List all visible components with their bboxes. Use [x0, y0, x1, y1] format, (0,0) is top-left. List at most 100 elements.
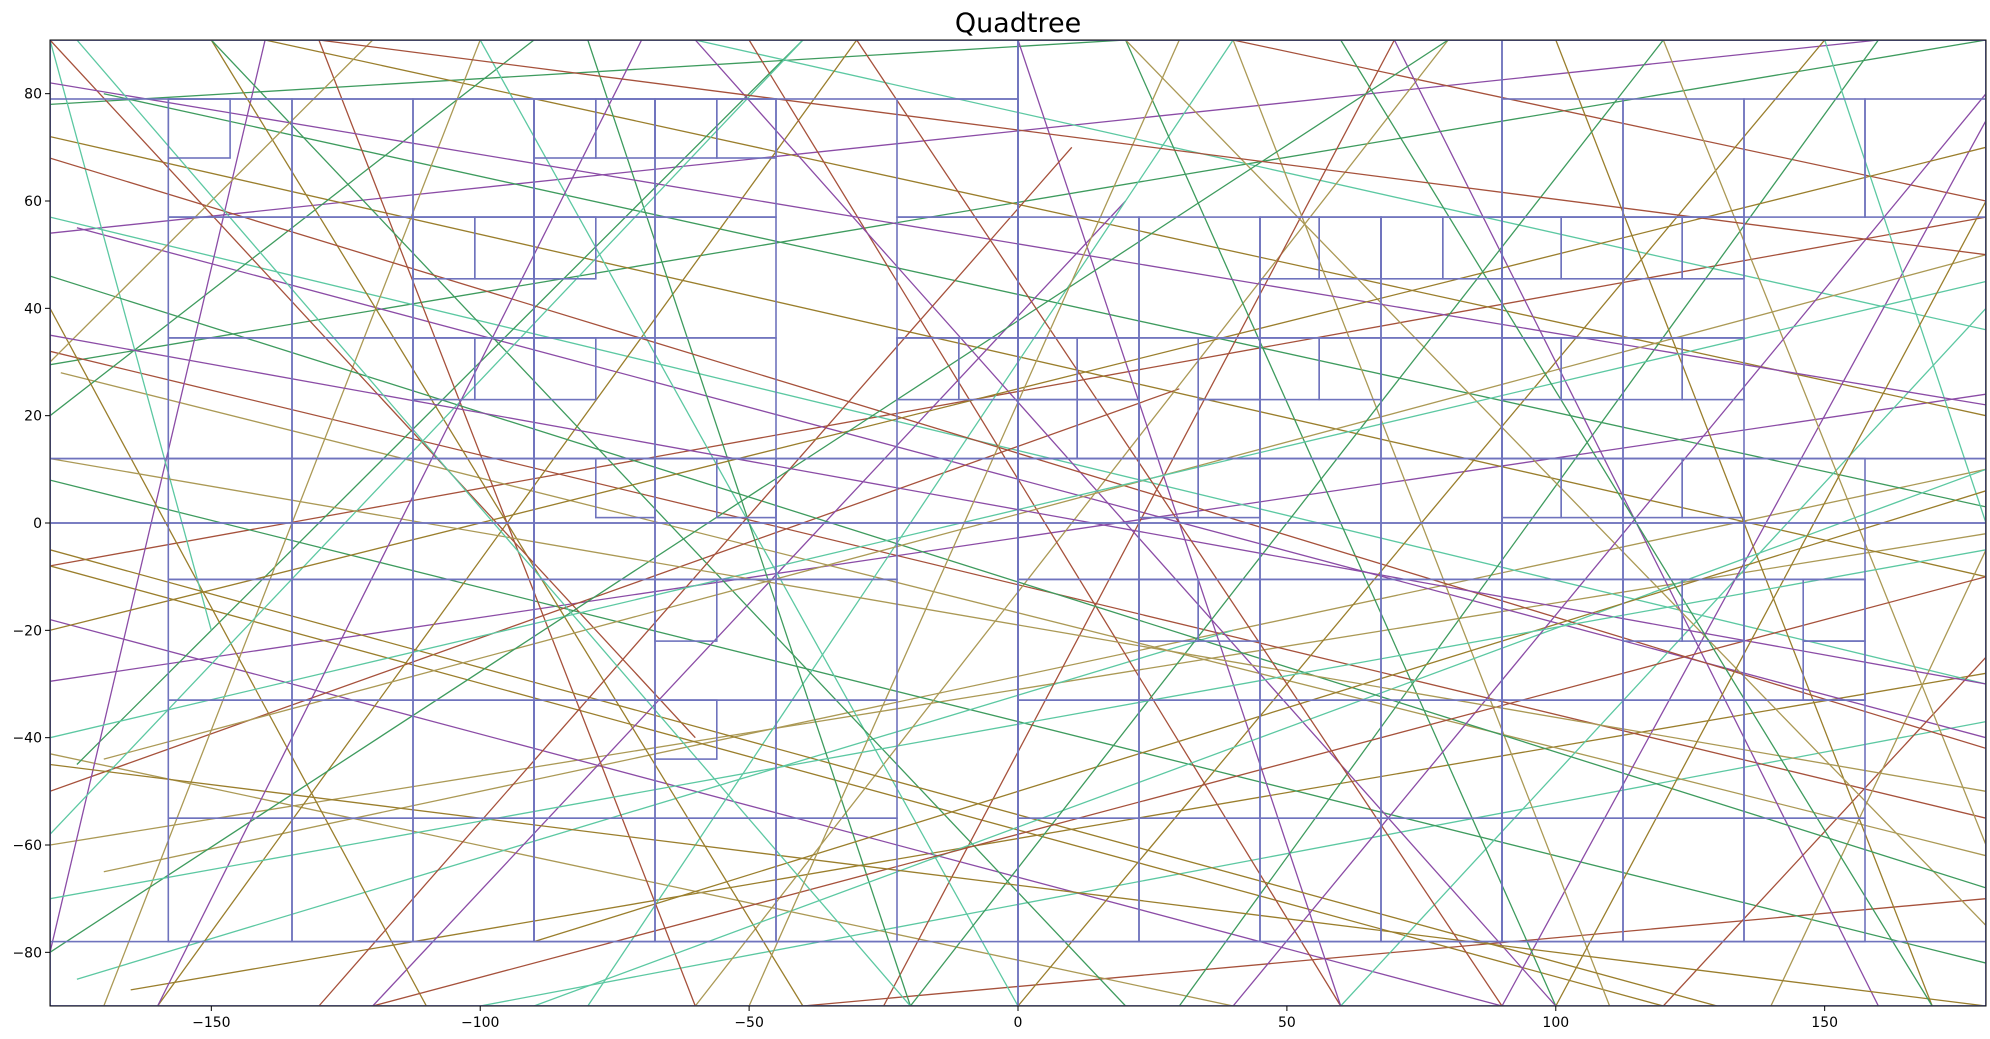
quadtree-node-58	[533, 216, 597, 280]
quadtree-node-33	[654, 699, 718, 760]
quadtree-node-121	[1743, 699, 1866, 819]
quadtree-node-142	[1622, 216, 1684, 280]
y-tick-label-60: 60	[24, 194, 42, 210]
y-tick-label--60: −60	[12, 838, 42, 854]
quadtree-node-147	[1864, 98, 1986, 218]
quadtree-node-93	[1017, 216, 1140, 339]
quadtree-node-96	[1259, 337, 1382, 460]
series-line-53	[1824, 40, 1986, 524]
quadtree-node-66	[167, 98, 231, 159]
quadtree-node-70	[896, 337, 960, 401]
x-tick-label-150: 150	[1811, 1015, 1838, 1031]
quadtree-node-39	[775, 578, 898, 702]
series-line-72	[372, 576, 1986, 1006]
quadtree-node-112	[1501, 817, 1624, 943]
quadtree-node-13	[167, 817, 293, 943]
quadtree-node-98	[1380, 337, 1503, 460]
series-line-8	[50, 40, 1879, 234]
quadtree-node-36	[715, 457, 777, 519]
series-line-45	[1662, 40, 1986, 846]
quadtree-node-100	[1017, 398, 1079, 460]
quadtree-node-72	[1017, 817, 1140, 943]
quadtree-node-57	[533, 337, 597, 401]
quadtree-node-106	[1259, 337, 1321, 401]
series-line-21	[60, 372, 1986, 857]
series-line-47	[50, 40, 212, 631]
series-line-32	[50, 40, 266, 953]
quadtree-node-69	[896, 98, 1019, 218]
quadtree-node-28	[533, 457, 656, 581]
quadtree-node-109	[1442, 216, 1503, 280]
quadtree-node-120	[1743, 817, 1866, 943]
series-line-16	[264, 40, 1986, 417]
series-line-19	[103, 93, 1986, 508]
y-tick-label-0: 0	[33, 516, 42, 532]
series-line-82	[1555, 200, 1986, 1006]
quadtree-node-128	[1560, 457, 1624, 519]
quadtree-node-141	[1681, 337, 1745, 401]
series-line-7	[50, 40, 1126, 106]
series-line-6	[802, 898, 1986, 1006]
quadtree-node-53	[473, 216, 535, 280]
quadtree-node-21	[412, 817, 535, 943]
quadtree-node-74	[1017, 578, 1140, 702]
series-line-15	[50, 753, 1234, 1006]
quadtree-node-105	[1197, 337, 1261, 401]
series-line-73	[50, 40, 1449, 953]
series-line-29	[1340, 307, 1986, 1006]
y-tick-label-80: 80	[24, 87, 42, 103]
y-tick-label--20: −20	[12, 623, 42, 639]
quadtree-node-126	[1622, 457, 1684, 519]
quadtree-node-67	[896, 337, 1019, 460]
quadtree-node-64	[654, 98, 718, 159]
series-line-84	[318, 40, 1986, 256]
quadtree-node-138	[1560, 216, 1624, 280]
quadtree-node-135	[1622, 216, 1745, 339]
quadtree-node-55	[533, 216, 656, 339]
x-tick-label-100: 100	[1542, 1015, 1569, 1031]
quadtree-node-125	[1681, 578, 1745, 642]
quadtree-node-60	[594, 98, 656, 159]
quadtree-node-14	[167, 699, 293, 819]
series-line-17	[695, 40, 1986, 331]
quadtree-node-131	[1802, 578, 1866, 642]
quadtree-node-34	[654, 578, 718, 642]
quadtree-node-99	[1380, 216, 1503, 339]
x-tick-label--50: −50	[734, 1015, 764, 1031]
series-line-24	[50, 388, 1180, 792]
quadtree-node-85	[1259, 699, 1382, 819]
quadtree-node-144	[1501, 98, 1624, 218]
series-line-26	[372, 200, 1127, 1006]
quadtree-node-108	[1380, 216, 1444, 280]
quadtree-node-91	[1380, 457, 1503, 581]
quadtree-node-139	[1501, 216, 1563, 280]
quadtree-node-80	[1138, 578, 1200, 642]
quadtree-node-127	[1681, 457, 1745, 519]
x-tick-label-50: 50	[1278, 1015, 1296, 1031]
quadtree-node-116	[1622, 817, 1745, 943]
quadtree-node-19	[291, 578, 414, 702]
quadtree-node-107	[1318, 337, 1382, 401]
y-tick-label-40: 40	[24, 301, 42, 317]
x-tick-label-0: 0	[1014, 1015, 1023, 1031]
series-line-58	[50, 549, 1718, 1006]
quadtree-node-104	[1197, 398, 1261, 460]
series-line-9	[103, 468, 1986, 873]
series-line-65	[50, 40, 804, 835]
chart-title: Quadtree	[955, 8, 1081, 39]
quadtree-node-38	[775, 699, 898, 819]
y-tick-label-20: 20	[24, 409, 42, 425]
quadtree-node-32	[654, 457, 777, 581]
quadtree-node-44	[291, 337, 414, 460]
quadtree-layer	[50, 40, 1986, 1006]
quadtree-node-88	[1380, 817, 1503, 943]
quadtree-node-75	[1017, 457, 1140, 581]
series-line-68	[1232, 93, 1986, 1006]
series-line-5	[480, 720, 1986, 1006]
quadtree-node-22	[412, 699, 535, 819]
quadtree-node-97	[1259, 216, 1382, 339]
